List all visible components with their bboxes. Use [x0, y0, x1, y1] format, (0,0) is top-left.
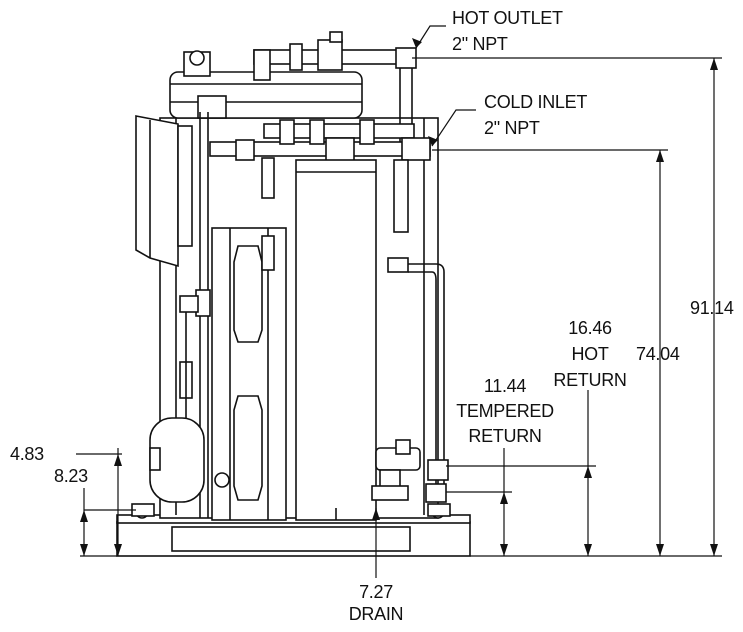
- hot-return-label-1: HOT: [571, 344, 609, 364]
- arrow-cold-top: [656, 150, 664, 162]
- arrow-drain-top: [372, 508, 380, 520]
- base-skid: [116, 514, 471, 557]
- arrow-tempered-bottom: [500, 544, 508, 556]
- right-piping: [387, 159, 449, 503]
- arrow-left-upper-bottom: [114, 544, 122, 556]
- heat-exchanger: [211, 157, 287, 521]
- arrow-left-lower-bottom: [80, 544, 88, 556]
- tempered-return-value: 11.44: [483, 376, 527, 396]
- tempered-return-label-2: RETURN: [468, 426, 542, 446]
- expansion-tank: [149, 417, 205, 503]
- drain-value: 7.27: [359, 582, 393, 602]
- arrow-cold-inlet: [428, 136, 438, 146]
- arrow-tempered-top: [500, 492, 508, 504]
- hot-outlet-piping: [253, 31, 417, 142]
- arrow-left-upper-top: [114, 454, 122, 466]
- hot-outlet-size: 2" NPT: [452, 34, 508, 54]
- pump-assembly: [371, 439, 421, 501]
- arrow-hot-return-top: [584, 466, 592, 478]
- hot-outlet-label: HOT OUTLET: [452, 8, 563, 28]
- hot-return-label-2: RETURN: [553, 370, 627, 390]
- arrow-cold-bottom: [656, 544, 664, 556]
- cold-inlet-height-value: 74.04: [636, 344, 680, 364]
- arrow-overall-top: [710, 58, 718, 70]
- tempered-return-label-1: TEMPERED: [456, 401, 554, 421]
- left-piping: [177, 112, 211, 518]
- cold-inlet-manifold: [197, 95, 431, 163]
- control-panel: [135, 115, 179, 268]
- overall-height-value: 91.14: [690, 298, 734, 318]
- drain-label: DRAIN: [348, 604, 404, 624]
- storage-tank: [295, 159, 377, 521]
- arrow-hot-return-bottom: [584, 544, 592, 556]
- arrow-hot-outlet: [412, 38, 422, 48]
- hot-outlet-leader: [415, 25, 446, 49]
- left-lower-value: 8.23: [54, 466, 88, 486]
- cold-inlet-leader: [431, 109, 476, 147]
- arrow-overall-bottom: [710, 544, 718, 556]
- cold-inlet-label: COLD INLET: [484, 92, 588, 112]
- arrow-left-lower-top: [80, 510, 88, 522]
- hot-return-value: 16.46: [568, 318, 612, 338]
- left-upper-value: 4.83: [10, 444, 44, 464]
- cold-inlet-size: 2" NPT: [484, 118, 540, 138]
